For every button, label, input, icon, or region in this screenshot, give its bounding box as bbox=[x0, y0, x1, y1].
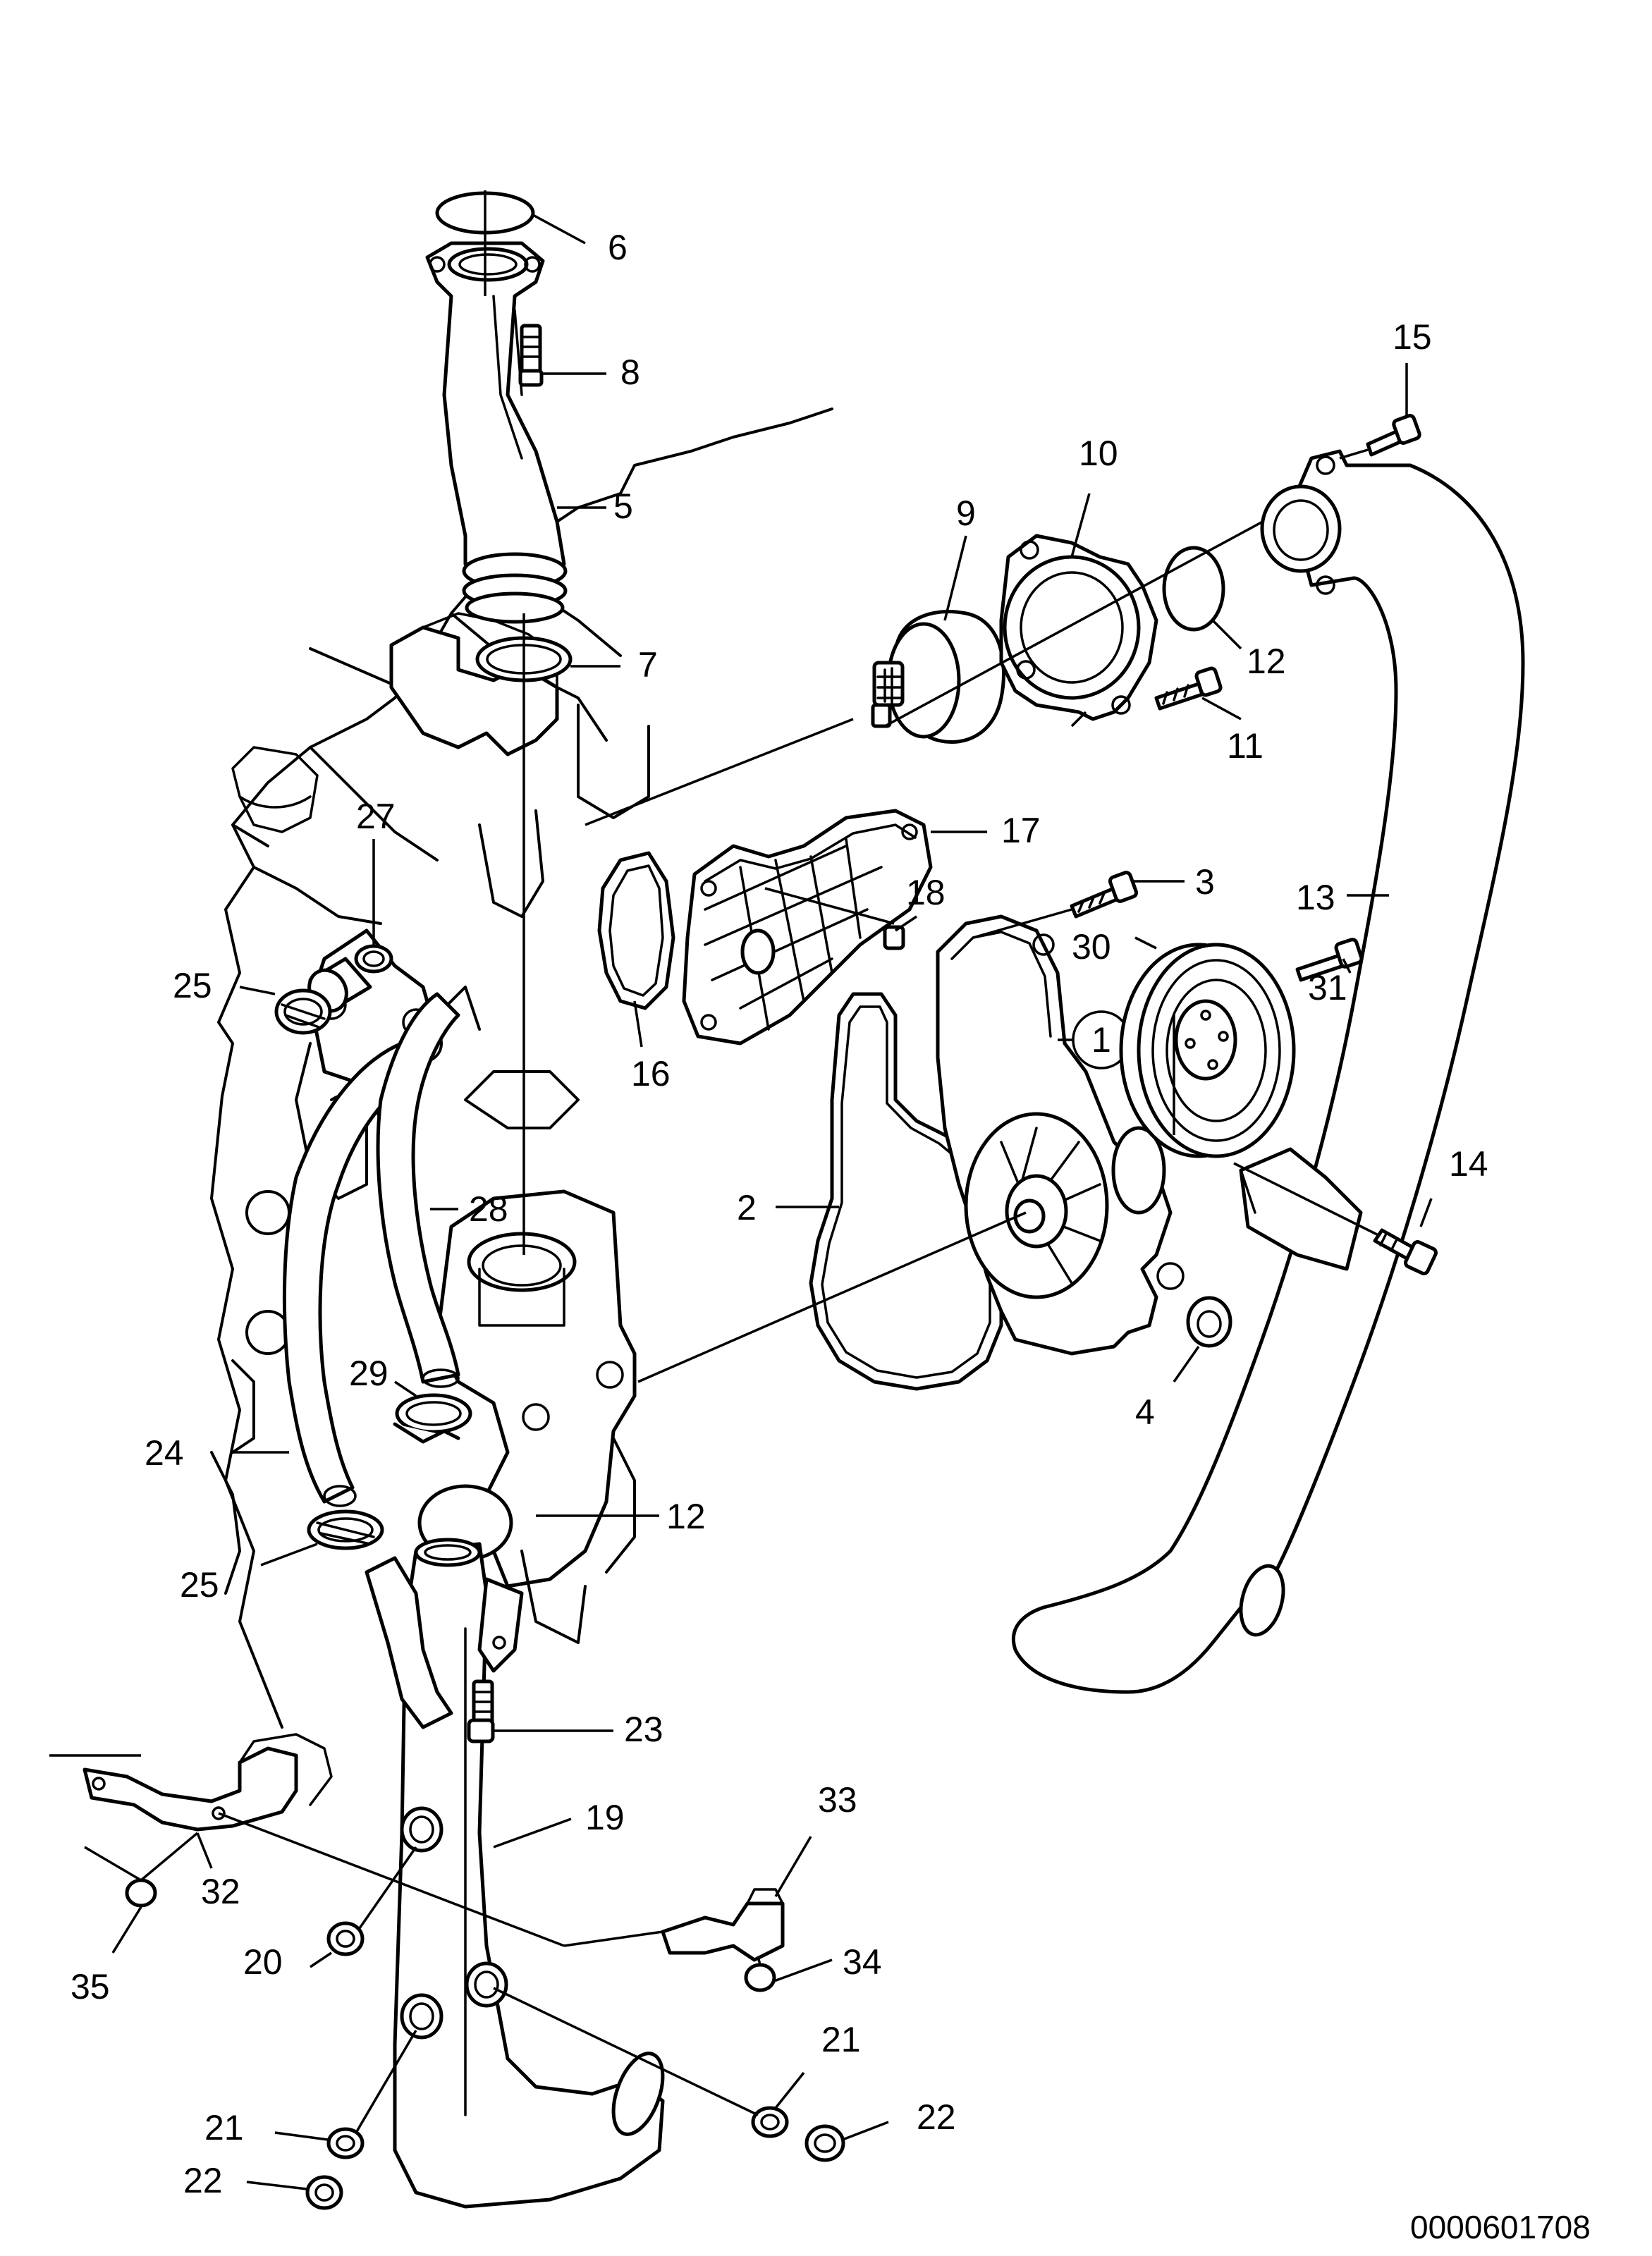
callout-29: 29 bbox=[349, 1354, 388, 1393]
pulley-30 bbox=[1119, 943, 1296, 1158]
bolt-35 bbox=[84, 1832, 199, 1908]
figure-number: 0000601708 bbox=[1410, 2209, 1591, 2245]
callout-27: 27 bbox=[356, 797, 396, 836]
callout-35: 35 bbox=[71, 1967, 110, 2006]
callout-13: 13 bbox=[1296, 878, 1335, 917]
bolt-3 bbox=[972, 871, 1139, 939]
bolt-18 bbox=[764, 887, 905, 950]
bolt-23 bbox=[467, 1679, 495, 1743]
callout-21-lower: 21 bbox=[204, 2108, 244, 2147]
callout-3: 3 bbox=[1195, 862, 1215, 902]
fitting-27 bbox=[307, 944, 393, 1013]
engine-block bbox=[210, 407, 833, 1729]
callout-8: 8 bbox=[620, 352, 640, 392]
cover-plate-17 bbox=[682, 809, 933, 1046]
hose-28 bbox=[376, 992, 460, 1388]
callout-22-right: 22 bbox=[917, 2097, 956, 2137]
callout-1: 1 bbox=[1091, 1020, 1111, 1060]
bolt-14 bbox=[1233, 1162, 1438, 1275]
bolt-11 bbox=[1154, 666, 1223, 711]
callout-11: 11 bbox=[1227, 726, 1264, 766]
callout-32: 32 bbox=[201, 1872, 240, 1911]
plug-22-right bbox=[804, 2124, 845, 2162]
plug-20 bbox=[326, 1846, 417, 1956]
callout-7: 7 bbox=[638, 645, 658, 685]
callout-10: 10 bbox=[1079, 434, 1118, 473]
callout-12-lower: 12 bbox=[666, 1497, 706, 1536]
filler-pipe-assembly bbox=[425, 190, 573, 1255]
thermostat-9 bbox=[871, 610, 1005, 744]
callout-16: 16 bbox=[631, 1054, 671, 1093]
callout-19: 19 bbox=[585, 1798, 625, 1837]
callout-21-right: 21 bbox=[821, 2020, 861, 2059]
bolt-15 bbox=[1339, 414, 1421, 460]
water-pump-assembly bbox=[637, 914, 1199, 1391]
callout-31: 31 bbox=[1308, 968, 1347, 1007]
filler-pipe-5 bbox=[425, 241, 566, 566]
callout-28: 28 bbox=[469, 1189, 508, 1229]
callout-18: 18 bbox=[906, 873, 946, 912]
callout-labels: 6 8 5 7 9 10 12 11 15 13 17 18 3 30 31 1… bbox=[71, 228, 1591, 2245]
clamp-25-lower bbox=[307, 1509, 384, 1550]
plug-4 bbox=[1186, 1296, 1232, 1348]
thermostat-housing-10 bbox=[999, 534, 1158, 721]
callout-33: 33 bbox=[818, 1780, 857, 1820]
callout-4: 4 bbox=[1135, 1392, 1155, 1432]
coolant-pipe-13 bbox=[1011, 449, 1525, 1694]
callout-5: 5 bbox=[613, 486, 633, 526]
pump-gasket-2 bbox=[809, 992, 1003, 1391]
callout-24: 24 bbox=[145, 1433, 184, 1473]
coolant-pipe-19 bbox=[365, 1538, 665, 2209]
gasket-16 bbox=[597, 851, 675, 1010]
callout-9: 9 bbox=[956, 494, 976, 533]
washer-21-right bbox=[493, 1987, 789, 2138]
callout-22-lower: 22 bbox=[183, 2161, 223, 2200]
callout-30: 30 bbox=[1072, 927, 1111, 967]
callout-12-upper: 12 bbox=[1247, 642, 1286, 681]
callout-25-lower: 25 bbox=[180, 1565, 219, 1605]
washer-21-lower bbox=[326, 2030, 417, 2159]
bolt-34 bbox=[744, 1956, 776, 1992]
callout-17: 17 bbox=[1001, 811, 1041, 850]
bracket-33 bbox=[661, 1888, 785, 1962]
bracket-32 bbox=[82, 1733, 333, 1832]
leader-lines bbox=[111, 214, 1433, 2190]
thermostat-assembly bbox=[871, 471, 1354, 744]
callout-25-upper: 25 bbox=[173, 966, 212, 1005]
clamp-29 bbox=[393, 1393, 472, 1444]
clamp-25-upper bbox=[274, 988, 332, 1035]
plug-22-lower bbox=[305, 2175, 343, 2210]
bolt-8 bbox=[518, 324, 544, 387]
callout-23: 23 bbox=[624, 1710, 663, 1749]
callout-34: 34 bbox=[843, 1942, 882, 1982]
callout-20: 20 bbox=[243, 1942, 283, 1982]
callout-14: 14 bbox=[1449, 1144, 1488, 1184]
callout-15: 15 bbox=[1393, 317, 1432, 357]
callout-2: 2 bbox=[737, 1188, 757, 1227]
callout-6: 6 bbox=[608, 228, 628, 267]
